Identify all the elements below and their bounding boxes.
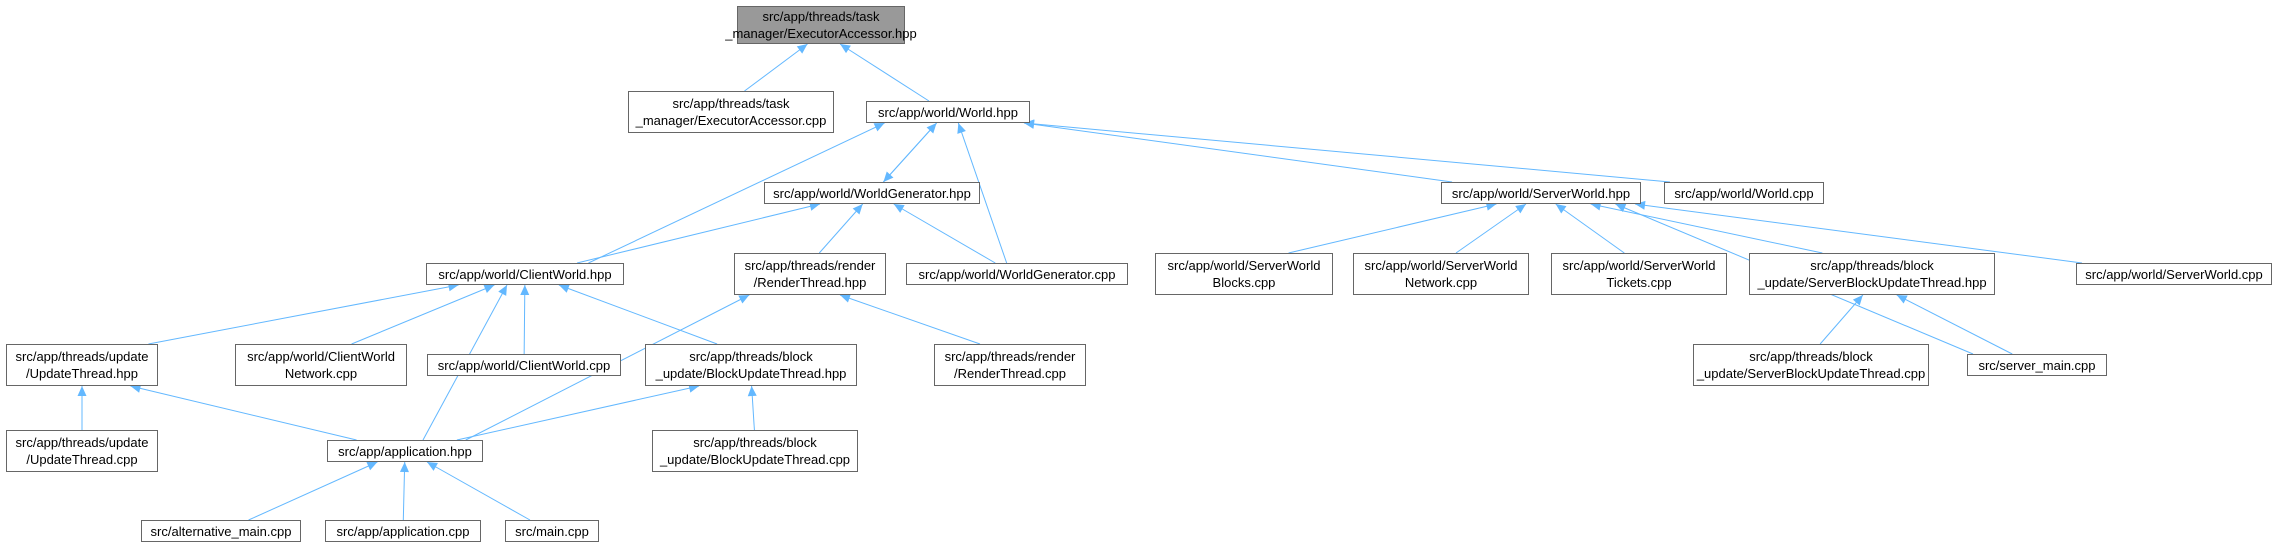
edge-n_application_hpp-to-n_updatethread_hpp	[130, 385, 357, 441]
edge-arrowhead-20	[558, 284, 570, 293]
edge-arrowhead-32	[427, 462, 438, 471]
node-block-update-thread-hpp[interactable]: src/app/threads/block _update/BlockUpdat…	[645, 344, 857, 386]
edge-arrowhead-11	[1485, 201, 1497, 211]
node-world-generator-hpp[interactable]: src/app/world/WorldGenerator.hpp	[764, 182, 980, 204]
node-application-cpp[interactable]: src/app/application.cpp	[325, 520, 481, 542]
node-world-hpp[interactable]: src/app/world/World.hpp	[866, 101, 1030, 123]
node-alternative-main-cpp[interactable]: src/alternative_main.cpp	[141, 520, 301, 542]
edge-n_main_cpp-to-n_application_hpp	[426, 461, 531, 521]
edge-arrowhead-26	[77, 386, 87, 396]
edge-n_serverworld_cpp-to-n_serverworld_hpp	[1634, 203, 2083, 264]
edge-arrowhead-10	[893, 204, 905, 213]
node-client-world-cpp[interactable]: src/app/world/ClientWorld.cpp	[427, 354, 621, 376]
node-server-world-hpp[interactable]: src/app/world/ServerWorld.hpp	[1441, 182, 1641, 204]
node-server-block-update-thread-hpp[interactable]: src/app/threads/block _update/ServerBloc…	[1749, 253, 1995, 295]
node-world-cpp[interactable]: src/app/world/World.cpp	[1664, 182, 1824, 204]
node-executor-accessor-cpp[interactable]: src/app/threads/task _manager/ExecutorAc…	[628, 91, 834, 133]
edge-n_sbut_cpp-to-n_sbut_hpp	[1819, 294, 1864, 345]
node-server-world-cpp[interactable]: src/app/world/ServerWorld.cpp	[2076, 263, 2272, 285]
edge-n_clientworld_hpp-to-n_world_hpp	[588, 122, 885, 264]
node-block-update-thread-cpp[interactable]: src/app/threads/block _update/BlockUpdat…	[652, 430, 858, 472]
node-render-thread-hpp[interactable]: src/app/threads/render /RenderThread.hpp	[734, 253, 886, 295]
edge-n_world_cpp-to-n_world_hpp	[1023, 122, 1671, 183]
edge-n_executor_cpp-to-n_executor_hpp	[744, 43, 808, 92]
edge-arrowhead-5	[957, 123, 966, 134]
node-update-thread-hpp[interactable]: src/app/threads/update /UpdateThread.hpp	[6, 344, 158, 386]
edge-arrowhead-30	[366, 462, 378, 471]
edge-arrowhead-8	[809, 201, 820, 211]
edge-arrowhead-9	[852, 204, 863, 215]
edge-n_application_hpp-to-n_but_hpp	[456, 385, 700, 441]
node-executor-accessor-hpp[interactable]: src/app/threads/task _manager/ExecutorAc…	[725, 6, 917, 44]
node-server-main-cpp[interactable]: src/server_main.cpp	[1967, 354, 2107, 376]
edge-arrowhead-3	[883, 171, 894, 182]
edge-n_sw_tickets_cpp-to-n_serverworld_hpp	[1555, 203, 1625, 254]
edge-n_world_hpp-to-n_worldgen_hpp	[883, 122, 937, 183]
edge-n_but_hpp-to-n_clientworld_hpp	[558, 284, 718, 345]
node-render-thread-cpp[interactable]: src/app/threads/render /RenderThread.cpp	[934, 344, 1086, 386]
edge-arrowhead-13	[1555, 204, 1567, 214]
edge-arrowhead-19	[520, 285, 530, 296]
node-client-world-network-cpp[interactable]: src/app/world/ClientWorld Network.cpp	[235, 344, 407, 386]
edge-n_sbut_hpp-to-n_serverworld_hpp	[1590, 203, 1823, 254]
edge-arrowhead-25	[1896, 295, 1908, 304]
edge-n_serverworld_hpp-to-n_world_hpp	[1023, 122, 1453, 183]
edge-arrowhead-21	[498, 285, 507, 296]
edge-n_sw_blocks_cpp-to-n_serverworld_hpp	[1288, 203, 1497, 254]
edge-arrowhead-1	[840, 44, 851, 54]
edge-n_renderthread_cpp-to-n_renderthread_hpp	[839, 294, 981, 345]
node-application-hpp[interactable]: src/app/application.hpp	[327, 440, 483, 462]
edge-arrowhead-24	[1852, 295, 1863, 306]
node-main-cpp[interactable]: src/main.cpp	[505, 520, 599, 542]
edge-arrowhead-31	[399, 462, 409, 473]
edge-arrowhead-16	[1615, 203, 1627, 213]
edge-arrowhead-7	[1024, 119, 1035, 129]
edge-n_sw_network_cpp-to-n_serverworld_hpp	[1455, 203, 1527, 254]
edge-arrowhead-15	[1635, 200, 1646, 210]
edge-arrowhead-0	[796, 44, 808, 54]
node-server-block-update-thread-cpp[interactable]: src/app/threads/block _update/ServerBloc…	[1693, 344, 1929, 386]
edge-arrowhead-12	[1515, 204, 1526, 214]
edge-n_clientworld_cpp-to-n_clientworld_hpp	[523, 284, 526, 355]
node-world-generator-cpp[interactable]: src/app/world/WorldGenerator.cpp	[906, 263, 1128, 285]
edge-n_worldgen_cpp-to-n_worldgen_hpp	[893, 203, 996, 264]
edge-n_world_hpp-to-n_executor_hpp	[839, 43, 930, 102]
edge-n_worldgen_cpp-to-n_world_hpp	[957, 122, 1008, 264]
edge-arrowhead-22	[840, 294, 851, 303]
edge-n_updatethread_hpp-to-n_clientworld_hpp	[148, 284, 459, 345]
edge-arrowhead-27	[130, 383, 142, 393]
edge-n_alt_main_cpp-to-n_application_hpp	[248, 461, 378, 521]
edge-arrowhead-28	[747, 386, 757, 397]
edge-arrowhead-23	[738, 295, 750, 304]
edge-n_clientworld_hpp-to-n_worldgen_hpp	[576, 203, 821, 264]
edge-n_renderthread_hpp-to-n_worldgen_hpp	[818, 203, 864, 254]
node-server-world-blocks-cpp[interactable]: src/app/world/ServerWorld Blocks.cpp	[1155, 253, 1333, 295]
node-update-thread-cpp[interactable]: src/app/threads/update /UpdateThread.cpp	[6, 430, 158, 472]
edge-arrowhead-18	[483, 284, 495, 293]
node-client-world-hpp[interactable]: src/app/world/ClientWorld.hpp	[426, 263, 624, 285]
edge-n_cw_network_cpp-to-n_clientworld_hpp	[351, 284, 495, 345]
edge-arrowhead-4	[873, 123, 885, 132]
edge-n_server_main_cpp-to-n_sbut_hpp	[1896, 294, 2013, 355]
node-server-world-tickets-cpp[interactable]: src/app/world/ServerWorld Tickets.cpp	[1551, 253, 1727, 295]
node-server-world-network-cpp[interactable]: src/app/world/ServerWorld Network.cpp	[1353, 253, 1529, 295]
